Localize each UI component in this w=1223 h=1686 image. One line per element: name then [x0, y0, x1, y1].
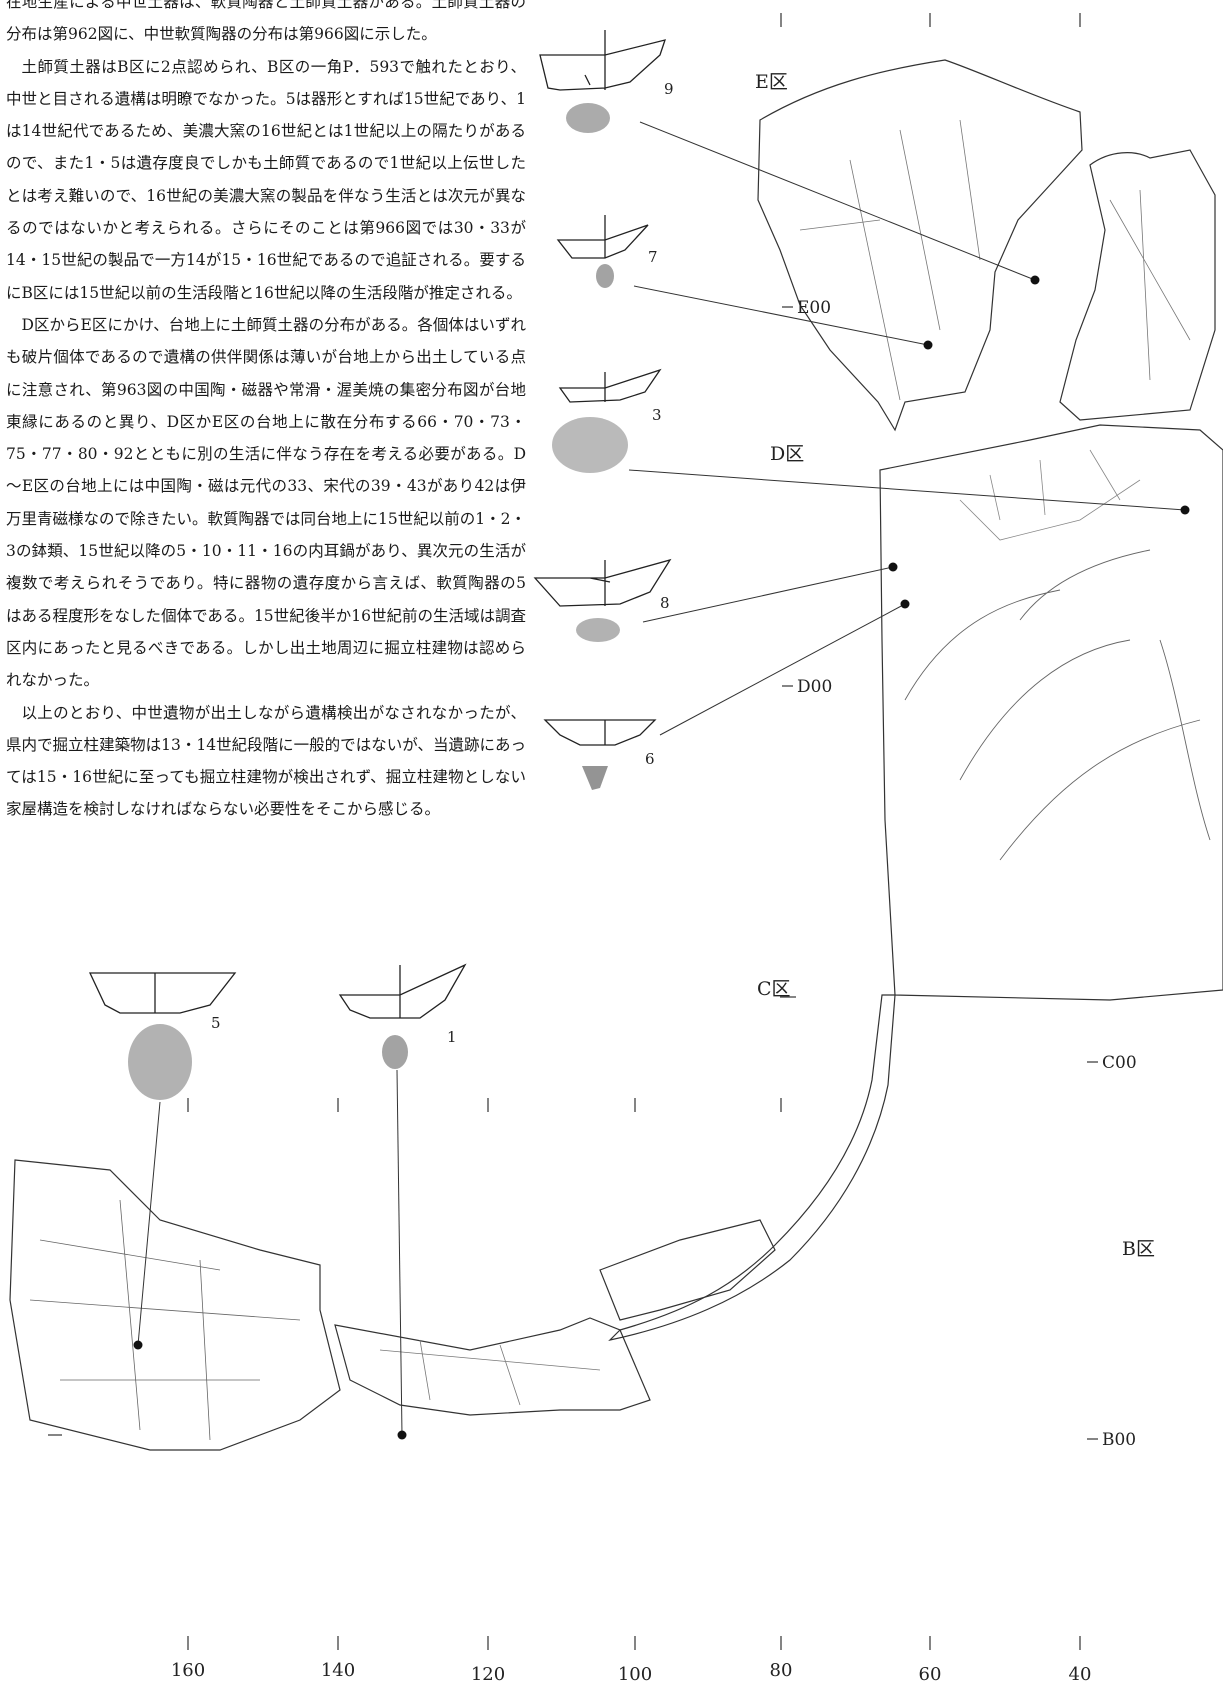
map-area-b-west [9, 1159, 341, 1451]
map-area-e-east [1059, 149, 1216, 421]
x-axis-label-40: 40 [1069, 1664, 1092, 1685]
artifact-label-9: 9 [664, 80, 674, 98]
zone-label-b: B区 [1122, 1238, 1155, 1260]
map-area-connector [608, 994, 896, 1342]
fragment-3 [552, 417, 628, 473]
zone-label-c: C区 [757, 978, 791, 1000]
grid-ticks [48, 996, 1081, 1650]
fragment-1 [382, 1035, 408, 1069]
x-axis-label-100: 100 [618, 1664, 652, 1685]
map-area-d [879, 424, 1223, 1001]
x-axis-label-140: 140 [321, 1660, 355, 1681]
paragraph-1: 在地生産による中世土器は、軟質陶器と土師質土器がある。土師質土器の分布は第962… [6, 0, 526, 44]
grid-row-e00: E00 [797, 298, 831, 318]
fragment-5 [128, 1024, 192, 1100]
leader-lines [137, 121, 1186, 1436]
map-area-b-east [599, 1219, 776, 1321]
vessel-6 [543, 719, 657, 746]
grid-row-d00: D00 [797, 677, 832, 697]
map-area-e [757, 59, 1083, 432]
x-axis-label-160: 160 [171, 1660, 205, 1681]
paragraph-3: D区からE区にかけ、台地上に土師質土器の分布がある。各個体はいずれも破片個体であ… [6, 315, 526, 690]
x-axis-label-120: 120 [471, 1664, 505, 1685]
zone-label-e: E区 [755, 71, 788, 93]
fragment-9 [566, 103, 610, 133]
map-area-b-middle [334, 1317, 651, 1416]
x-axis-label-80: 80 [770, 1660, 793, 1681]
grid-row-c00: C00 [1102, 1053, 1137, 1073]
grid-row-b00: B00 [1102, 1430, 1136, 1450]
vessel-1 [338, 963, 467, 1019]
paragraph-4: 以上のとおり、中世遺物が出土しながら遺構検出がなされなかったが、県内で掘立柱建築… [6, 703, 526, 819]
fragment-6 [582, 766, 608, 790]
fragment-8 [576, 618, 620, 642]
zone-label-d: D区 [770, 443, 804, 465]
vessel-3 [558, 368, 662, 403]
artifact-label-5: 5 [211, 1014, 221, 1032]
artifact-label-1: 1 [447, 1028, 457, 1046]
artifact-label-7: 7 [648, 248, 658, 266]
vessel-7 [556, 215, 649, 259]
artifact-label-8: 8 [660, 594, 670, 612]
fragment-7 [596, 264, 614, 288]
x-axis-label-60: 60 [919, 1664, 942, 1685]
vessel-8 [533, 558, 672, 607]
vessel-5 [88, 972, 237, 1014]
artifact-label-3: 3 [652, 406, 662, 424]
artifact-label-6: 6 [645, 750, 655, 768]
paragraph-2: 土師質土器はB区に2点認められ、B区の一角P．593で触れたとおり、中世と目され… [6, 57, 526, 302]
body-text: 在地生産による中世土器は、軟質陶器と土師質土器がある。土師質土器の分布は第962… [6, 0, 526, 826]
vessel-9 [539, 30, 666, 91]
top-ticks [780, 13, 1081, 27]
